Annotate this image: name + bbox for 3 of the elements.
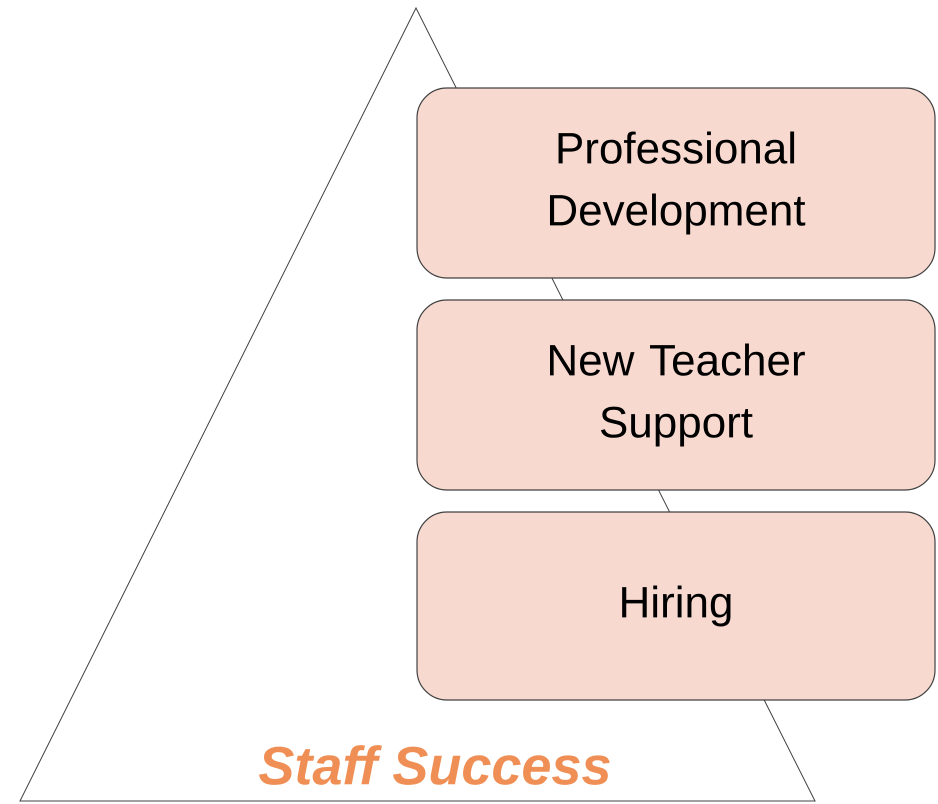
- rounded-box: New Teacher Support: [416, 299, 936, 491]
- rounded-box: Professional Development: [416, 87, 936, 279]
- rounded-box: Hiring: [416, 511, 936, 701]
